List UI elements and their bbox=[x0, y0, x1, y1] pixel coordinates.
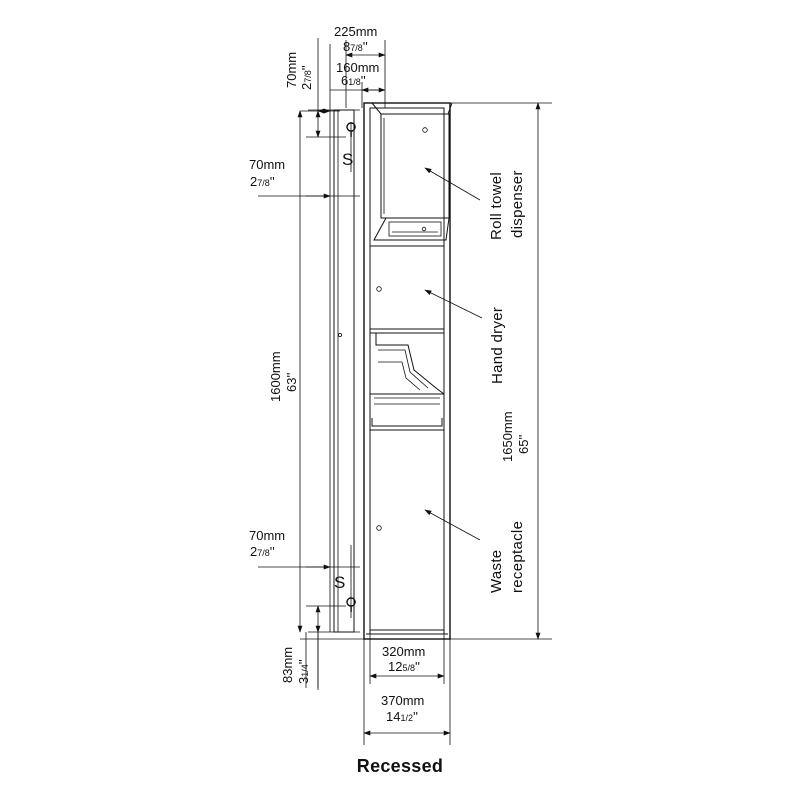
upper-bracket-symbol: S bbox=[342, 150, 353, 169]
lock-icon bbox=[376, 286, 382, 292]
waste-receptacle-section bbox=[366, 429, 448, 635]
dryer-label: Hand dryer bbox=[489, 307, 506, 384]
top-dimension-group: 225mm 87/8'' 160mm 61/8'' 70mm 27/8'' bbox=[284, 24, 386, 114]
callout-labels: Roll towel dispenser Hand dryer Waste re… bbox=[424, 167, 526, 593]
bottom-offset-dimension: 83mm 31/4'' bbox=[280, 632, 364, 690]
dim-83-inch: 31/4'' bbox=[296, 659, 311, 684]
dim-top-offset-mm: 70mm bbox=[284, 52, 299, 88]
side-view: S S bbox=[308, 109, 360, 633]
lock-icon bbox=[422, 127, 428, 133]
drawing-title: Recessed bbox=[356, 756, 444, 776]
lower-bracket-symbol: S bbox=[334, 573, 345, 592]
towel-label-line2: dispenser bbox=[509, 170, 526, 238]
dim-160-inch: 61/8'' bbox=[341, 73, 366, 88]
dim-top-offset-inch: 27/8'' bbox=[299, 65, 314, 90]
waste-leader bbox=[424, 509, 481, 541]
dryer-leader bbox=[424, 289, 483, 319]
screw-icon bbox=[337, 332, 342, 337]
dim-370-inch: 141/2'' bbox=[386, 709, 418, 724]
dim-320-inch: 125/8'' bbox=[388, 659, 420, 674]
dim-lower-bracket-mm: 70mm bbox=[249, 528, 285, 543]
dim-1600-mm: 1600mm bbox=[268, 351, 283, 402]
upper-bracket-dimension: 70mm 27/8'' bbox=[249, 110, 360, 199]
dim-160-mm: 160mm bbox=[336, 60, 379, 75]
dim-83-mm: 83mm bbox=[280, 647, 295, 683]
waste-label-line2: receptacle bbox=[509, 521, 526, 593]
upper-bracket-icon: S bbox=[342, 122, 356, 172]
dim-225-mm: 225mm bbox=[334, 24, 377, 39]
waste-label-line1: Waste bbox=[488, 550, 505, 593]
dim-370-mm: 370mm bbox=[381, 693, 424, 708]
front-view bbox=[363, 102, 453, 640]
towel-outlet bbox=[373, 217, 450, 241]
dim-225-inch: 87/8'' bbox=[343, 39, 368, 54]
lower-bracket-icon: S bbox=[334, 545, 356, 618]
lock-icon bbox=[376, 525, 382, 531]
bracket-span-dimension: 1600mm 63'' bbox=[268, 110, 303, 633]
dim-upper-bracket-mm: 70mm bbox=[249, 157, 285, 172]
dim-upper-bracket-inch: 27/8'' bbox=[250, 174, 275, 189]
towel-label-line1: Roll towel bbox=[488, 172, 505, 240]
cabinet-width-dimension: 320mm 125/8'' bbox=[369, 634, 445, 684]
dim-1600-inch: 63'' bbox=[284, 373, 299, 392]
dim-320-mm: 320mm bbox=[382, 644, 425, 659]
hand-dryer-section bbox=[369, 245, 445, 427]
dim-1650-inch: 65'' bbox=[516, 435, 531, 454]
overall-height-dimension: 1650mm 65'' bbox=[450, 102, 552, 640]
towel-leader bbox=[424, 167, 481, 201]
flange-frame bbox=[363, 102, 451, 640]
dim-1650-mm: 1650mm bbox=[500, 411, 515, 462]
dim-lower-bracket-inch: 27/8'' bbox=[250, 544, 275, 559]
lower-bracket-dimension: 70mm 27/8'' bbox=[249, 528, 360, 633]
dryer-nozzle bbox=[375, 333, 445, 395]
flange-width-dimension: 370mm 141/2'' bbox=[363, 639, 451, 745]
towel-dispenser-section bbox=[371, 102, 453, 241]
